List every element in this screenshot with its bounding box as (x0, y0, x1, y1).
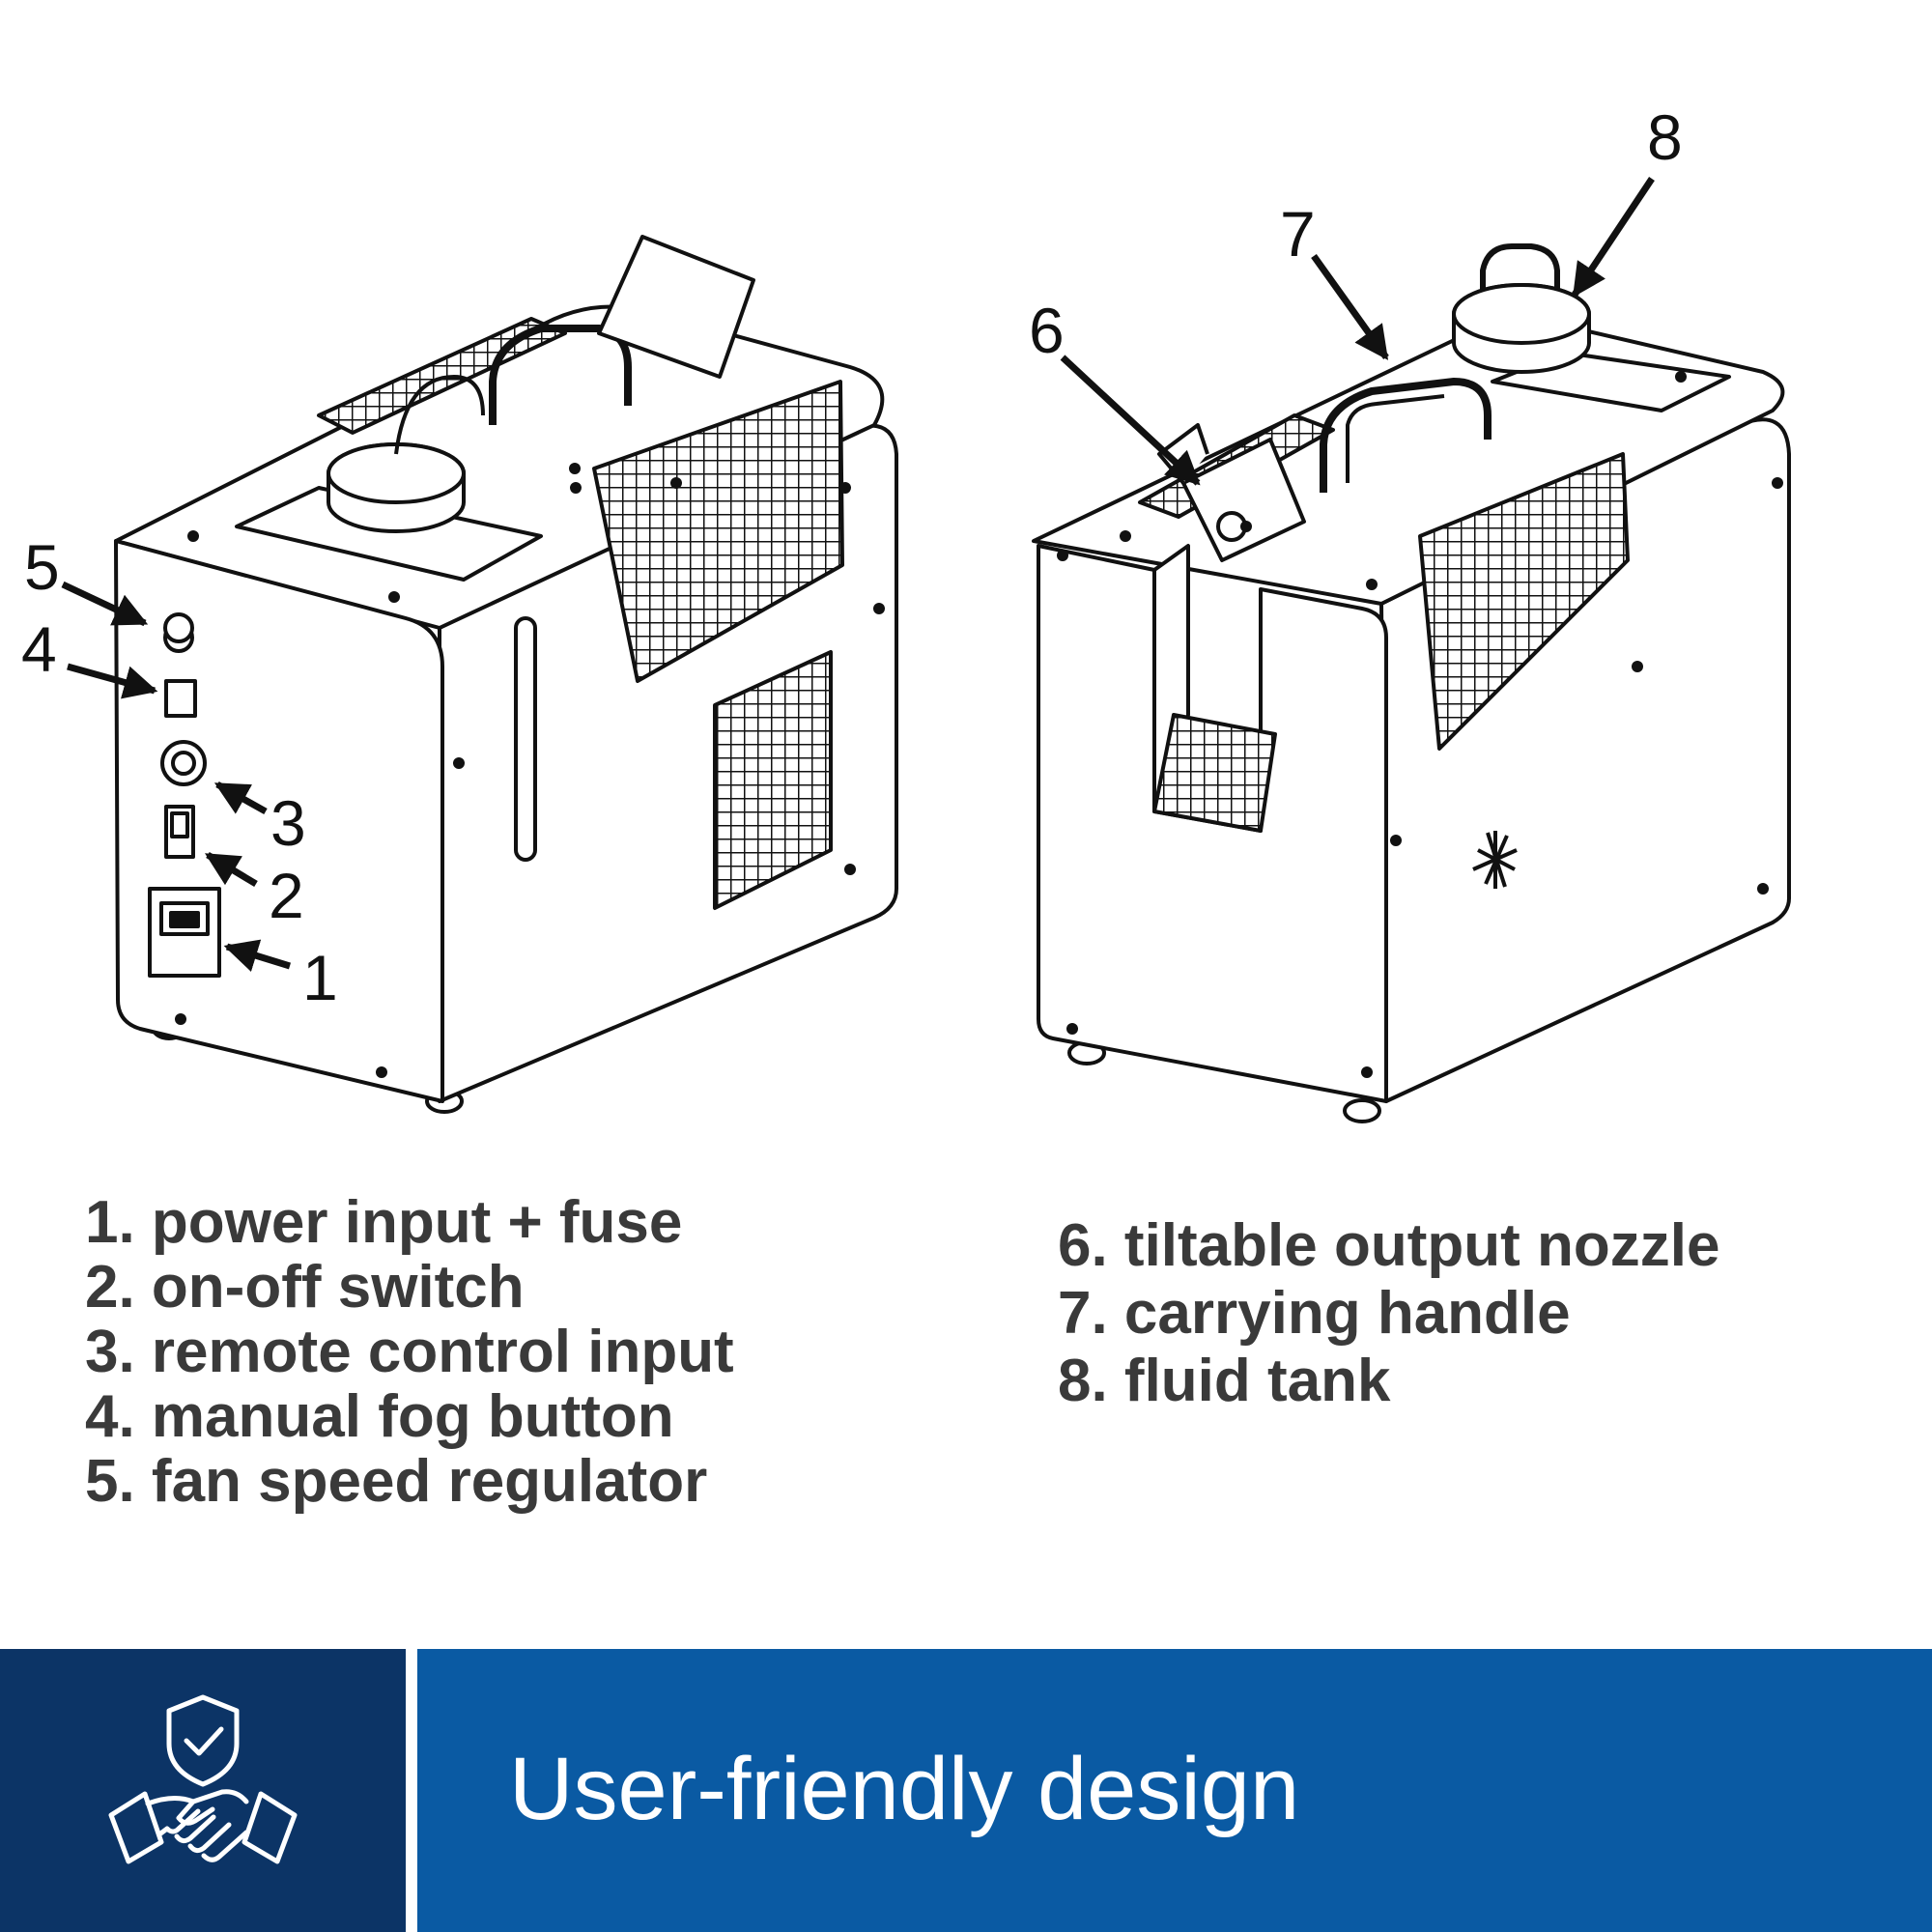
arrow-8 (1572, 177, 1655, 298)
legend-item-5: 5. fan speed regulator (85, 1448, 708, 1515)
callout-arrows (61, 177, 1655, 972)
legend-item-6: 6. tiltable output nozzle (1058, 1212, 1720, 1279)
banner-icon-panel (0, 1649, 406, 1932)
machine-diagram: 5 4 3 2 1 6 7 8 (21, 101, 1791, 1123)
legend-item-3: 3. remote control input (85, 1319, 734, 1385)
arrow-3 (213, 781, 268, 815)
callout-3: 3 (270, 787, 306, 859)
callout-6: 6 (1029, 295, 1065, 366)
legend-right: 6. tiltable output nozzle 7. carrying ha… (1058, 1212, 1719, 1415)
legend-item-4: 4. manual fog button (85, 1383, 674, 1450)
feature-banner: User-friendly design (0, 1649, 1932, 1932)
callout-7: 7 (1280, 198, 1316, 270)
arrow-1 (223, 939, 292, 972)
callout-5: 5 (24, 531, 60, 603)
arrow-7 (1311, 253, 1389, 360)
arrow-4 (67, 663, 158, 699)
legend-left: 1. power input + fuse 2. on-off switch 3… (85, 1190, 734, 1514)
banner-title-panel: User-friendly design (417, 1649, 1932, 1932)
legend-item-1: 1. power input + fuse (85, 1189, 683, 1256)
callout-1: 1 (302, 942, 338, 1013)
legend-item-8: 8. fluid tank (1058, 1348, 1391, 1414)
arrow-5 (61, 581, 149, 627)
front-view-machine (1032, 243, 1791, 1123)
banner-divider (406, 1649, 417, 1932)
callout-4: 4 (21, 613, 57, 685)
legend-item-2: 2. on-off switch (85, 1254, 525, 1321)
shield-check-handshake-icon (108, 1694, 298, 1864)
arrow-6 (1060, 355, 1201, 486)
callout-2: 2 (269, 860, 304, 931)
callout-8: 8 (1647, 101, 1683, 173)
legend-item-7: 7. carrying handle (1058, 1280, 1571, 1347)
banner-title: User-friendly design (509, 1740, 1300, 1838)
arrow-2 (204, 851, 258, 888)
rear-view-machine (114, 235, 898, 1114)
